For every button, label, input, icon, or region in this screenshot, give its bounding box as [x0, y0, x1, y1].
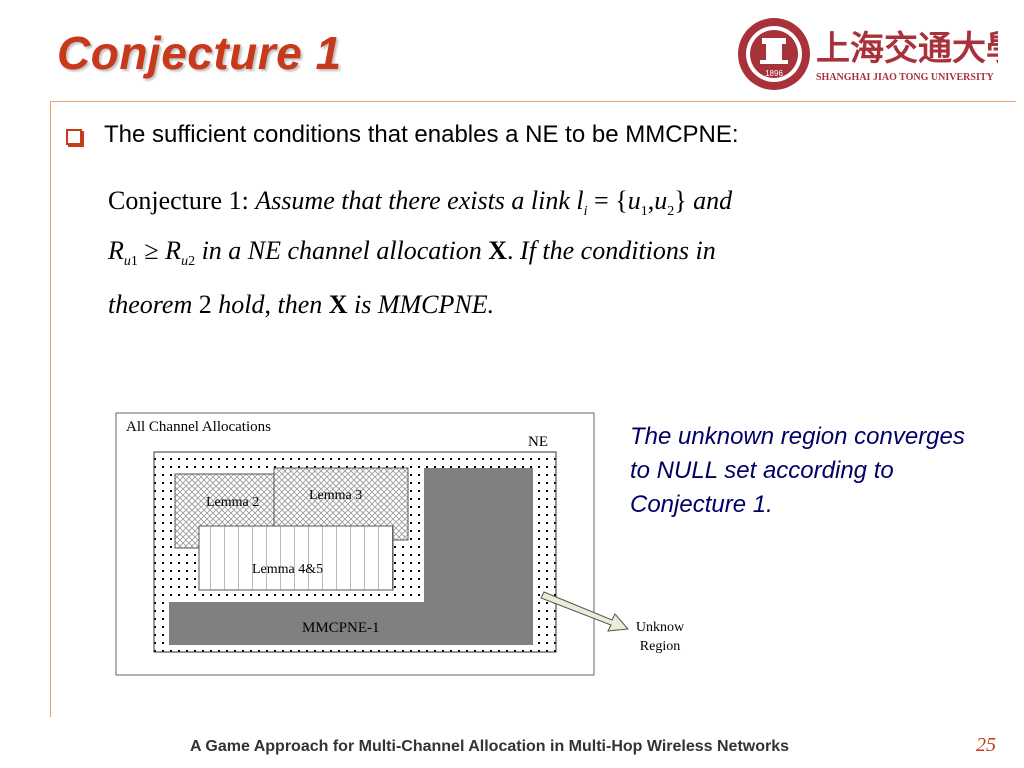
lemma3-label: Lemma 3 [309, 488, 362, 503]
mmcpne-label: MMCPNE-1 [302, 620, 380, 636]
page-number: 25 [976, 734, 996, 756]
university-logo: 1896 上海交通大學 SHANGHAI JIAO TONG UNIVERSIT… [738, 18, 998, 90]
bullet-text: The sufficient conditions that enables a… [104, 121, 739, 148]
unknown-region-arrow [540, 591, 630, 632]
logo-year: 1896 [765, 69, 783, 78]
mmcpne-region [169, 468, 533, 645]
left-divider [50, 101, 51, 717]
footer-title: A Game Approach for Multi-Channel Alloca… [190, 738, 790, 755]
logo-english-name: SHANGHAI JIAO TONG UNIVERSITY [816, 72, 995, 83]
conjecture-line-2: Ru1 ≥ Ru2 in a NE channel allocation X. … [108, 236, 716, 270]
slide-title: Conjecture 1 [57, 27, 342, 79]
all-allocations-label: All Channel Allocations [126, 419, 271, 435]
lemma45-label: Lemma 4&5 [252, 562, 323, 577]
conjecture-line-3: theorem 2 hold, then X is MMCPNE. [108, 290, 495, 319]
bullet-icon [66, 129, 82, 145]
unknown-region-label-2: Region [640, 639, 680, 654]
header-divider [50, 101, 1016, 102]
unknown-region-note: The unknown region converges to NULL set… [630, 423, 965, 518]
logo-chinese-name: 上海交通大學 [816, 29, 998, 69]
lemma2-label: Lemma 2 [206, 495, 259, 510]
unknown-region-label-1: Unknow [636, 620, 685, 635]
ne-label: NE [528, 434, 548, 450]
conjecture-line-1: Conjecture 1: Assume that there exists a… [108, 186, 733, 220]
